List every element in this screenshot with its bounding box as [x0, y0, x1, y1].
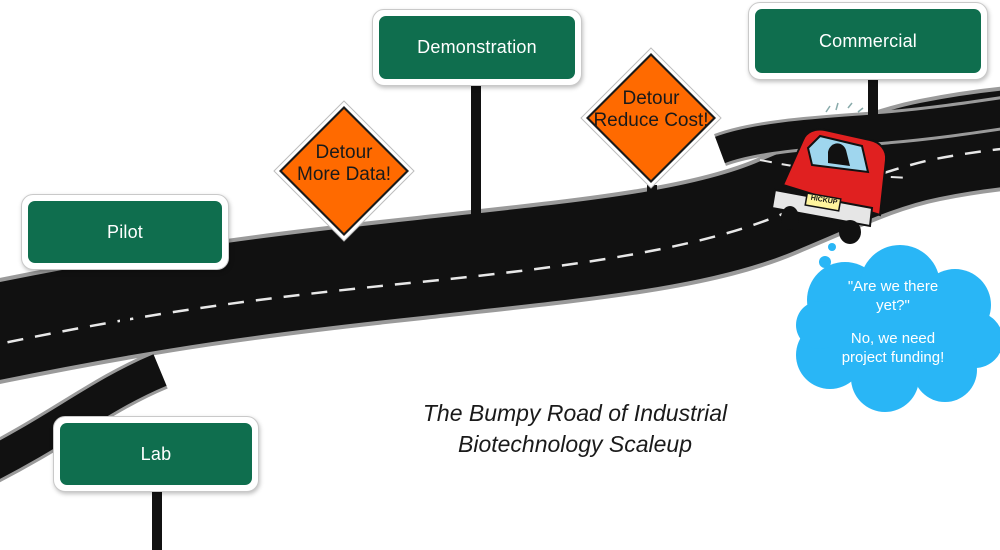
bubble-question-line1: "Are we there [847, 278, 939, 295]
sign-pilot: Pilot [21, 194, 229, 270]
diagram-caption: The Bumpy Road of Industrial Biotechnolo… [390, 398, 760, 460]
sign-lab-label: Lab [140, 443, 172, 464]
detour-more-data-line1: Detour [315, 142, 373, 163]
detour-reduce-cost-line2: Reduce Cost! [593, 110, 709, 131]
road-lower [0, 354, 167, 479]
detour-reduce-cost-pole [647, 185, 657, 240]
demonstration-pole [471, 84, 481, 246]
detour-more-data-pole [339, 238, 349, 286]
caption-line1: The Bumpy Road of Industrial [422, 400, 728, 426]
car-icon [770, 102, 888, 244]
thought-bubble-text: "Are we there yet?" No, we need project … [818, 277, 968, 367]
commercial-pole [868, 78, 878, 124]
detour-more-data-text: Detour More Data! [284, 142, 404, 186]
sign-pilot-label: Pilot [106, 221, 143, 242]
detour-sign-reduce-cost [580, 47, 722, 189]
thought-cloud [796, 243, 1000, 412]
road [0, 90, 1000, 380]
sign-commercial-label: Commercial [818, 30, 917, 51]
detour-reduce-cost-line1: Detour [622, 88, 680, 109]
road-curve-top-surface [715, 99, 1000, 164]
caption-line2: Biotechnology Scaleup [458, 431, 692, 457]
sign-demonstration: Demonstration [372, 9, 582, 86]
lab-pole [152, 485, 162, 550]
sign-demonstration-label: Demonstration [417, 37, 537, 57]
pilot-pole [120, 268, 130, 328]
sign-lab: Lab [53, 416, 259, 492]
road-center-line [0, 147, 1000, 346]
detour-reduce-cost-text: Detour Reduce Cost! [586, 88, 716, 132]
detour-sign-more-data [273, 100, 415, 242]
bubble-question-line2: yet?" [876, 297, 910, 314]
sign-commercial: Commercial [748, 2, 988, 80]
bubble-answer-line1: No, we need [850, 330, 936, 347]
detour-more-data-line2: More Data! [297, 164, 391, 185]
bubble-answer-line2: project funding! [841, 349, 945, 366]
